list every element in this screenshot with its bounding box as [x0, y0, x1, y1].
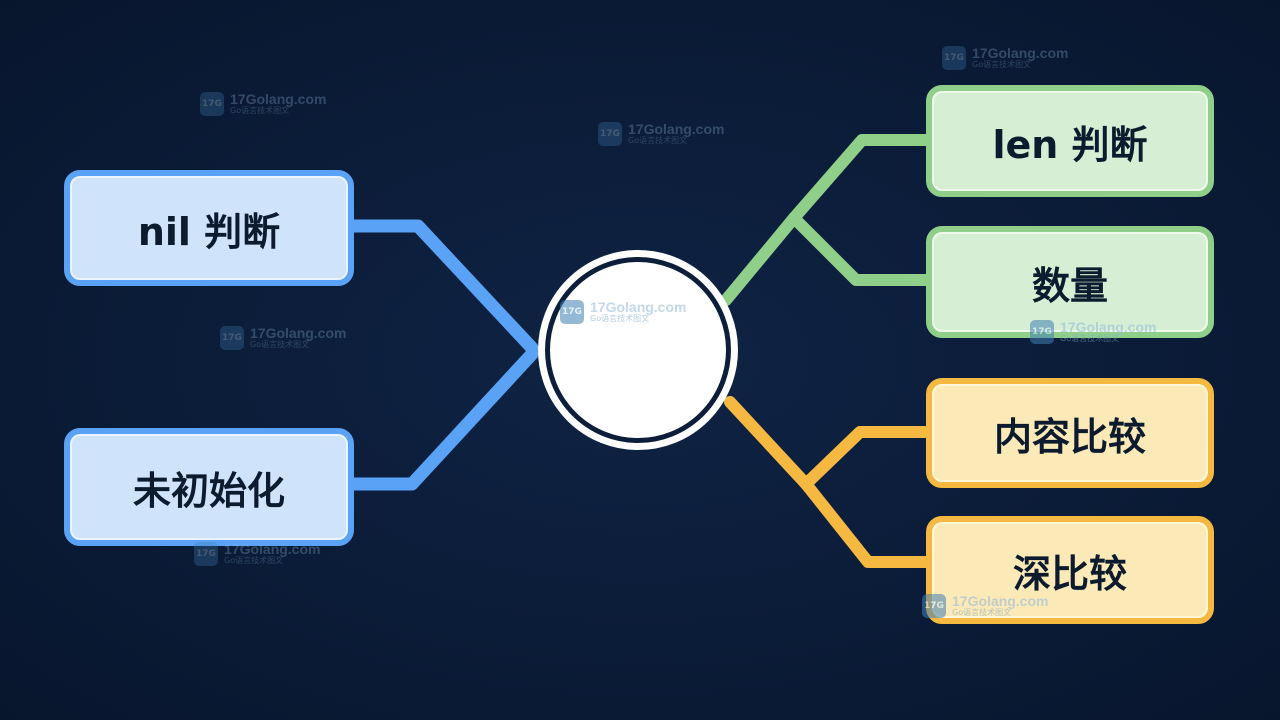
watermark-site: 17Golang.com — [224, 541, 321, 558]
watermark-tagline: Go语言技术图文 — [972, 60, 1032, 70]
watermark-top-center: 17G 17Golang.com Go语言技术图文 — [598, 122, 724, 146]
watermark-logo-icon: 17G — [194, 542, 218, 566]
watermark-logo-icon: 17G — [200, 92, 224, 116]
watermark-site: 17Golang.com — [628, 121, 725, 138]
node-count-label: 数量 — [1031, 263, 1108, 308]
watermark-logo-icon: 17G — [598, 122, 622, 146]
watermark-mid-left: 17G 17Golang.com Go语言技术图文 — [220, 326, 346, 350]
watermark-tagline: Go语言技术图文 — [1060, 334, 1120, 344]
watermark-bottom-left: 17G 17Golang.com Go语言技术图文 — [194, 542, 320, 566]
watermark-site: 17Golang.com — [972, 45, 1069, 62]
connector-yellow-trunk — [724, 396, 812, 490]
watermark-tagline: Go语言技术图文 — [590, 314, 650, 324]
connector-deep — [800, 478, 932, 568]
node-deep-compare: 深比较 — [926, 516, 1214, 624]
node-count: 数量 — [926, 226, 1214, 338]
watermark-right-upper: 17G 17Golang.com Go语言技术图文 — [1030, 320, 1156, 344]
node-uninitialized: 未初始化 — [64, 428, 354, 546]
watermark-top-right: 17G 17Golang.com Go语言技术图文 — [942, 46, 1068, 70]
node-uninitialized-label: 未初始化 — [132, 468, 285, 513]
watermark-tagline: Go语言技术图文 — [224, 556, 284, 566]
node-nil-check: nil 判断 — [64, 170, 354, 286]
node-deep-compare-label: 深比较 — [1012, 551, 1127, 596]
watermark-tagline: Go语言技术图文 — [952, 608, 1012, 618]
watermark-top-left: 17G 17Golang.com Go语言技术图文 — [200, 92, 326, 116]
connector-count — [788, 212, 932, 286]
watermark-site: 17Golang.com — [952, 593, 1049, 610]
watermark-site: 17Golang.com — [230, 91, 327, 108]
connector-len — [788, 134, 932, 224]
watermark-logo-icon: 17G — [220, 326, 244, 350]
watermark-tagline: Go语言技术图文 — [230, 106, 290, 116]
watermark-tagline: Go语言技术图文 — [628, 136, 688, 146]
watermark-tagline: Go语言技术图文 — [250, 340, 310, 350]
node-len-check-label: len 判断 — [992, 122, 1148, 167]
connector-uninit — [347, 347, 539, 491]
node-nil-check-label: nil 判断 — [137, 209, 281, 254]
connector-nil — [347, 219, 539, 355]
node-content-compare: 内容比较 — [926, 378, 1214, 488]
center-hub — [538, 250, 738, 450]
watermark-logo-icon: 17G — [942, 46, 966, 70]
watermark-right-lower: 17G 17Golang.com Go语言技术图文 — [922, 594, 1048, 618]
connector-content — [800, 426, 932, 490]
watermark-logo-icon: 17G — [560, 300, 584, 324]
watermark-logo-icon: 17G — [922, 594, 946, 618]
node-len-check: len 判断 — [926, 85, 1214, 197]
center-hub-ring — [545, 257, 731, 443]
node-content-compare-label: 内容比较 — [993, 414, 1146, 459]
watermark-site: 17Golang.com — [250, 325, 347, 342]
watermark-logo-icon: 17G — [1030, 320, 1054, 344]
watermark-site: 17Golang.com — [1060, 319, 1157, 336]
watermark-center: 17G 17Golang.com Go语言技术图文 — [560, 300, 686, 324]
watermark-site: 17Golang.com — [590, 299, 687, 316]
connector-green-trunk — [720, 212, 800, 306]
